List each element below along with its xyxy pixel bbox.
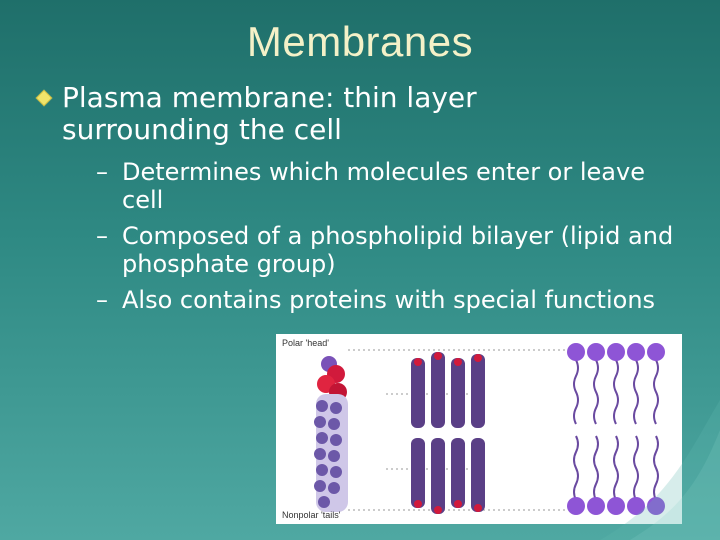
phospholipid-bilayer-image: Polar 'head' Nonpolar 'tails' [276, 334, 682, 524]
main-bullet: Plasma membrane: thin layer surrounding … [35, 81, 642, 146]
main-bullet-text: Plasma membrane: thin layer surrounding … [62, 81, 477, 146]
image-label-head: Polar 'head' [282, 338, 329, 348]
diamond-bullet-icon [35, 89, 53, 107]
sub-bullet-3-text: Also contains proteins with special func… [122, 286, 656, 314]
phospholipid-molecule-icon [314, 356, 348, 512]
bilayer-ball-stick-icon [411, 352, 485, 514]
sub-bullet-2-text: Composed of a phospholipid bilayer (lipi… [122, 222, 674, 278]
bilayer-schematic-icon [567, 343, 665, 515]
dash-icon: – [96, 286, 108, 314]
sub-bullet-2: – Composed of a phospholipid bilayer (li… [96, 222, 676, 278]
dash-icon: – [96, 222, 108, 250]
sub-bullet-3: – Also contains proteins with special fu… [96, 286, 676, 314]
sub-bullet-list: – Determines which molecules enter or le… [96, 158, 676, 322]
bilayer-illustration-svg [314, 343, 665, 515]
sub-bullet-1: – Determines which molecules enter or le… [96, 158, 676, 214]
slide-title: Membranes [246, 18, 474, 65]
sub-bullet-1-text: Determines which molecules enter or leav… [122, 158, 645, 214]
dash-icon: – [96, 158, 108, 186]
decorative-corner-swoosh-icon [600, 400, 720, 540]
image-label-tails: Nonpolar 'tails' [282, 510, 341, 520]
